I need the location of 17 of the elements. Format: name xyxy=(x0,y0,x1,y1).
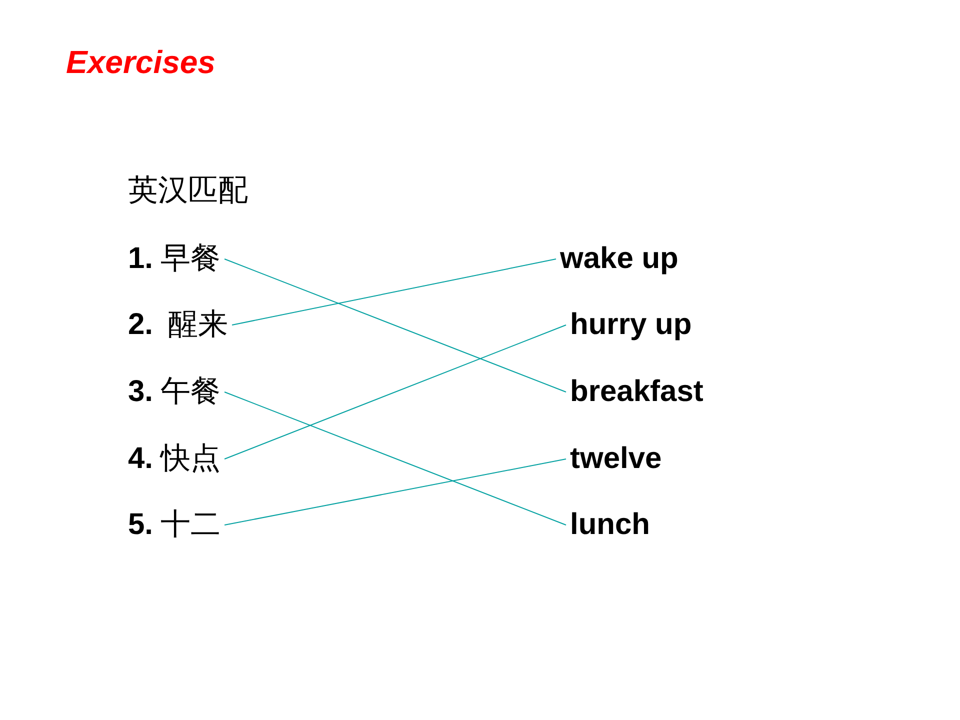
connector-line xyxy=(224,258,566,392)
english-term: breakfast xyxy=(570,372,704,412)
chinese-term: 5. 十二 xyxy=(128,505,221,545)
chinese-term: 1. 早餐 xyxy=(128,239,221,279)
connector-line xyxy=(224,392,566,526)
connector-line xyxy=(232,258,556,326)
english-term: hurry up xyxy=(570,305,692,345)
chinese-term: 4. 快点 xyxy=(128,439,221,479)
english-term: wake up xyxy=(560,239,678,279)
chinese-term: 2. 醒来 xyxy=(128,305,228,345)
chinese-term: 3. 午餐 xyxy=(128,372,221,412)
english-term: lunch xyxy=(570,505,650,545)
connector-line xyxy=(224,324,566,460)
connector-line xyxy=(224,458,566,526)
heading-text: 英汉匹配 xyxy=(128,173,248,209)
english-term: twelve xyxy=(570,439,662,479)
title: Exercises xyxy=(66,44,216,81)
